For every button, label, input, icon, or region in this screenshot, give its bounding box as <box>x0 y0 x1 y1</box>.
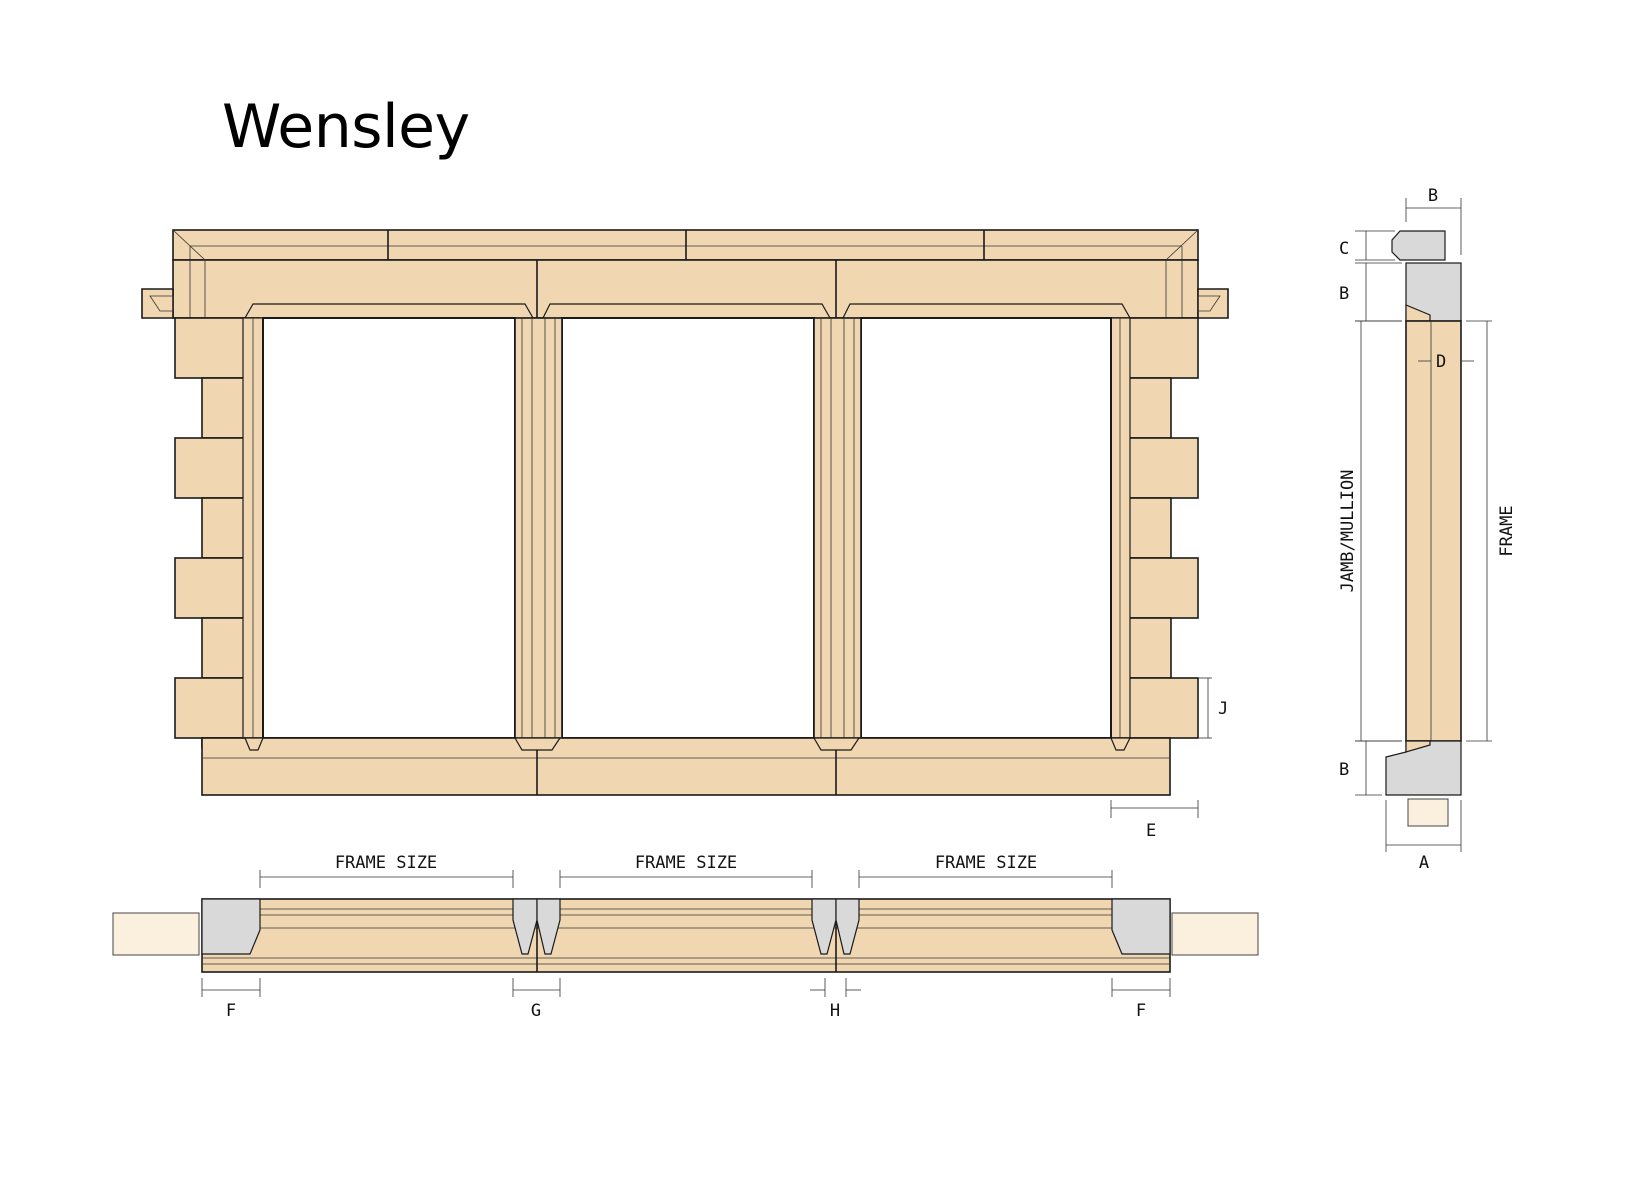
section-wall-block <box>1407 798 1449 827</box>
plan-section <box>112 898 1259 973</box>
label-j: J <box>1218 699 1228 719</box>
label-d: D <box>1436 352 1446 372</box>
window-opening-centre <box>561 317 815 739</box>
section-jamb <box>1405 320 1462 742</box>
dimension-a: A <box>1385 800 1462 873</box>
section-cornice <box>1391 230 1446 261</box>
dimension-frame-size-3: FRAME SIZE <box>858 853 1113 888</box>
dimension-frame-size-1: FRAME SIZE <box>259 853 514 888</box>
label-c: C <box>1339 239 1349 259</box>
dimension-f-left: F <box>201 978 261 1021</box>
label-a: A <box>1419 853 1429 873</box>
diagram-title: Wensley <box>222 92 470 162</box>
dimension-b-top: B <box>1405 186 1462 255</box>
dimension-d: D <box>1418 352 1474 372</box>
head-ear-right <box>1197 288 1229 319</box>
dimension-g: G <box>512 978 561 1021</box>
mullion-1 <box>514 317 563 747</box>
dimension-b-sill: B <box>1339 740 1402 796</box>
dimension-j: J <box>1198 677 1228 739</box>
side-section <box>1385 230 1462 827</box>
dimension-h: H <box>810 978 861 1021</box>
dimension-e: E <box>1110 800 1199 841</box>
label-b-top: B <box>1428 186 1438 206</box>
window-opening-right <box>860 317 1112 739</box>
dimension-frame-size-2: FRAME SIZE <box>559 853 813 888</box>
dimension-c: C <box>1339 230 1395 261</box>
dimension-f-right: F <box>1111 978 1171 1021</box>
section-sill <box>1385 740 1462 796</box>
dimension-jamb-mullion: JAMB/MULLION <box>1338 320 1402 742</box>
label-jamb-mullion: JAMB/MULLION <box>1338 470 1358 593</box>
label-b-sill: B <box>1339 760 1349 780</box>
label-e: E <box>1146 821 1156 841</box>
front-elevation <box>141 229 1229 796</box>
wall-block-right <box>1171 912 1259 956</box>
wall-block-left <box>112 912 200 956</box>
label-frame-size-3: FRAME SIZE <box>935 853 1037 873</box>
dimension-frame: FRAME <box>1466 320 1517 742</box>
head-ear-left <box>141 288 174 319</box>
mullion-2 <box>813 317 862 747</box>
label-f-right: F <box>1136 1001 1146 1021</box>
sill <box>201 737 1171 796</box>
label-g: G <box>531 1001 541 1021</box>
label-b-head: B <box>1339 284 1349 304</box>
label-frame-size-1: FRAME SIZE <box>335 853 437 873</box>
label-f-left: F <box>226 1001 236 1021</box>
dimension-b-head: B <box>1339 262 1402 322</box>
window-opening-left <box>262 317 516 739</box>
label-h: H <box>830 1001 840 1021</box>
label-frame: FRAME <box>1497 505 1517 556</box>
label-frame-size-2: FRAME SIZE <box>635 853 737 873</box>
